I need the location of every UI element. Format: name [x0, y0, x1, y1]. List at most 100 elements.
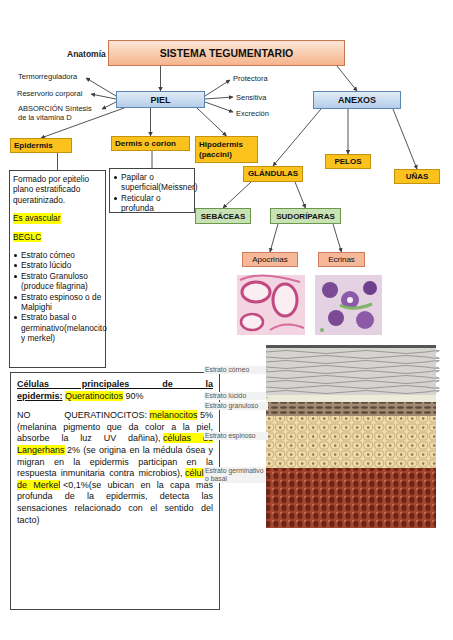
node-label: Ecrinas — [328, 255, 355, 264]
body-text: 90% — [126, 391, 144, 401]
bullet-item: Estrato Granuloso (produce filagrina) — [13, 271, 102, 292]
layer-leader-lines — [253, 370, 268, 478]
function-arrow — [86, 78, 116, 96]
corneum-line — [266, 391, 439, 394]
node-label: SEBÁCEAS — [201, 212, 245, 221]
corneum-line — [266, 371, 439, 374]
gland-type-box: SUDORÍPARAS — [270, 208, 341, 224]
connector-arrow — [150, 108, 151, 136]
connector-arrow — [197, 108, 227, 136]
highlighted-term: Queratinocitos — [65, 391, 123, 401]
highlighted-text: BEGLC — [13, 232, 41, 242]
gland-section — [356, 311, 374, 329]
category-box: GLÁNDULAS — [243, 166, 303, 182]
node-label: Apocrinas — [252, 255, 288, 264]
connector-arrow — [393, 109, 417, 169]
connector-arrow — [152, 151, 153, 168]
function-arrow — [205, 80, 230, 96]
node-label: PELOS — [334, 157, 361, 167]
connector-arrow — [223, 182, 251, 208]
connector-arrow — [160, 66, 161, 91]
node-label: PIEL — [150, 95, 170, 105]
gland-tubule — [242, 282, 270, 302]
function-arrow — [91, 94, 116, 99]
function-label: Excreción — [236, 109, 296, 118]
note-box: Células principales de la epidermis:Quer… — [10, 372, 220, 610]
category-box: UÑAS — [394, 169, 440, 184]
function-label: Sensitiva — [236, 93, 296, 102]
function-arrow — [102, 102, 116, 109]
tissue-fiber — [270, 324, 304, 330]
node-label: SUDORÍPARAS — [276, 212, 335, 221]
bullet-item: Reticular o profunda — [113, 193, 191, 214]
layer-label: Estrato espinoso — [204, 432, 268, 440]
gland-section — [322, 282, 338, 298]
layer-label: Estrato córneo — [204, 366, 266, 374]
node-label: Epidermis — [14, 141, 53, 151]
description-box: Formado por epitelio plano estratificado… — [9, 170, 106, 368]
illustration-background — [200, 343, 440, 531]
function-label: Protectora — [233, 74, 293, 83]
spinosum-layer — [266, 416, 436, 468]
basale-layer — [266, 468, 436, 528]
function-label: Reservorio corporal — [17, 89, 97, 98]
gland-section — [328, 310, 344, 326]
epidermis-illustration — [200, 343, 440, 531]
gland-section — [363, 281, 377, 295]
corneum-line — [266, 361, 439, 364]
micrograph-background — [237, 275, 305, 335]
layer-label: Estrato lúcido — [204, 392, 266, 400]
node-label: ANEXOS — [338, 95, 376, 105]
bullet-item: Estrato córneo — [13, 250, 102, 260]
granulosum-layer — [266, 402, 436, 416]
layer-label: Estrato germinativo o basal — [204, 467, 266, 483]
tissue-fiber — [340, 304, 372, 308]
highlighted-term: melanocitos — [149, 410, 197, 420]
node-label: GLÁNDULAS — [248, 169, 298, 179]
node-label: Hipodermis (paccini) — [199, 140, 257, 159]
connector-arrow — [333, 224, 342, 252]
node-label: Dermis o corion — [115, 139, 176, 149]
description-box: Papilar o superficial(Meissner)Reticular… — [109, 168, 195, 213]
micrograph-background — [315, 275, 382, 335]
category-box: ANEXOS — [313, 91, 401, 109]
corneum-line — [266, 386, 439, 389]
function-label: Termorreguladora — [18, 72, 93, 81]
layer-box: Hipodermis (paccini) — [195, 136, 258, 163]
highlighted-text: Es avascular — [13, 213, 61, 223]
corneum-line — [266, 381, 439, 384]
corneum-line — [266, 366, 439, 369]
tissue-dot — [320, 328, 324, 332]
gland-tubule — [273, 284, 297, 316]
node-label: SISTEMA TEGUMENTARIO — [160, 47, 294, 59]
subject-label: Anatomía — [67, 50, 127, 59]
connector-arrow — [348, 109, 349, 154]
tissue-fiber — [240, 275, 300, 282]
gland-lumen — [347, 297, 353, 303]
corneum-edge — [266, 345, 436, 348]
corneum-line — [266, 351, 439, 354]
category-box: PIEL — [116, 91, 205, 108]
category-box: PELOS — [325, 154, 371, 169]
corneum-line — [266, 356, 439, 359]
gland-tubule — [241, 314, 263, 330]
function-arrow — [205, 102, 233, 112]
corneum-line — [266, 376, 439, 379]
connector-arrow — [270, 224, 278, 252]
function-arrows — [86, 78, 233, 112]
layer-box: Epidermis — [10, 138, 72, 153]
connector-arrow — [273, 109, 321, 166]
connector-arrow — [337, 66, 357, 91]
bullet-item: Estrato basal o germinativo(melanocito y… — [13, 312, 102, 343]
node-label: UÑAS — [406, 172, 429, 182]
eccrine-micrograph — [315, 275, 382, 335]
lucidum-layer — [266, 395, 436, 402]
connector-arrow — [57, 153, 58, 170]
title-box: SISTEMA TEGUMENTARIO — [108, 40, 345, 66]
function-arrow — [205, 97, 233, 99]
apocrine-micrograph — [237, 275, 305, 335]
connector-arrow — [295, 182, 306, 208]
gland-type-box: SEBÁCEAS — [195, 208, 251, 224]
bullet-item: Papilar o superficial(Meissner) — [113, 172, 191, 193]
